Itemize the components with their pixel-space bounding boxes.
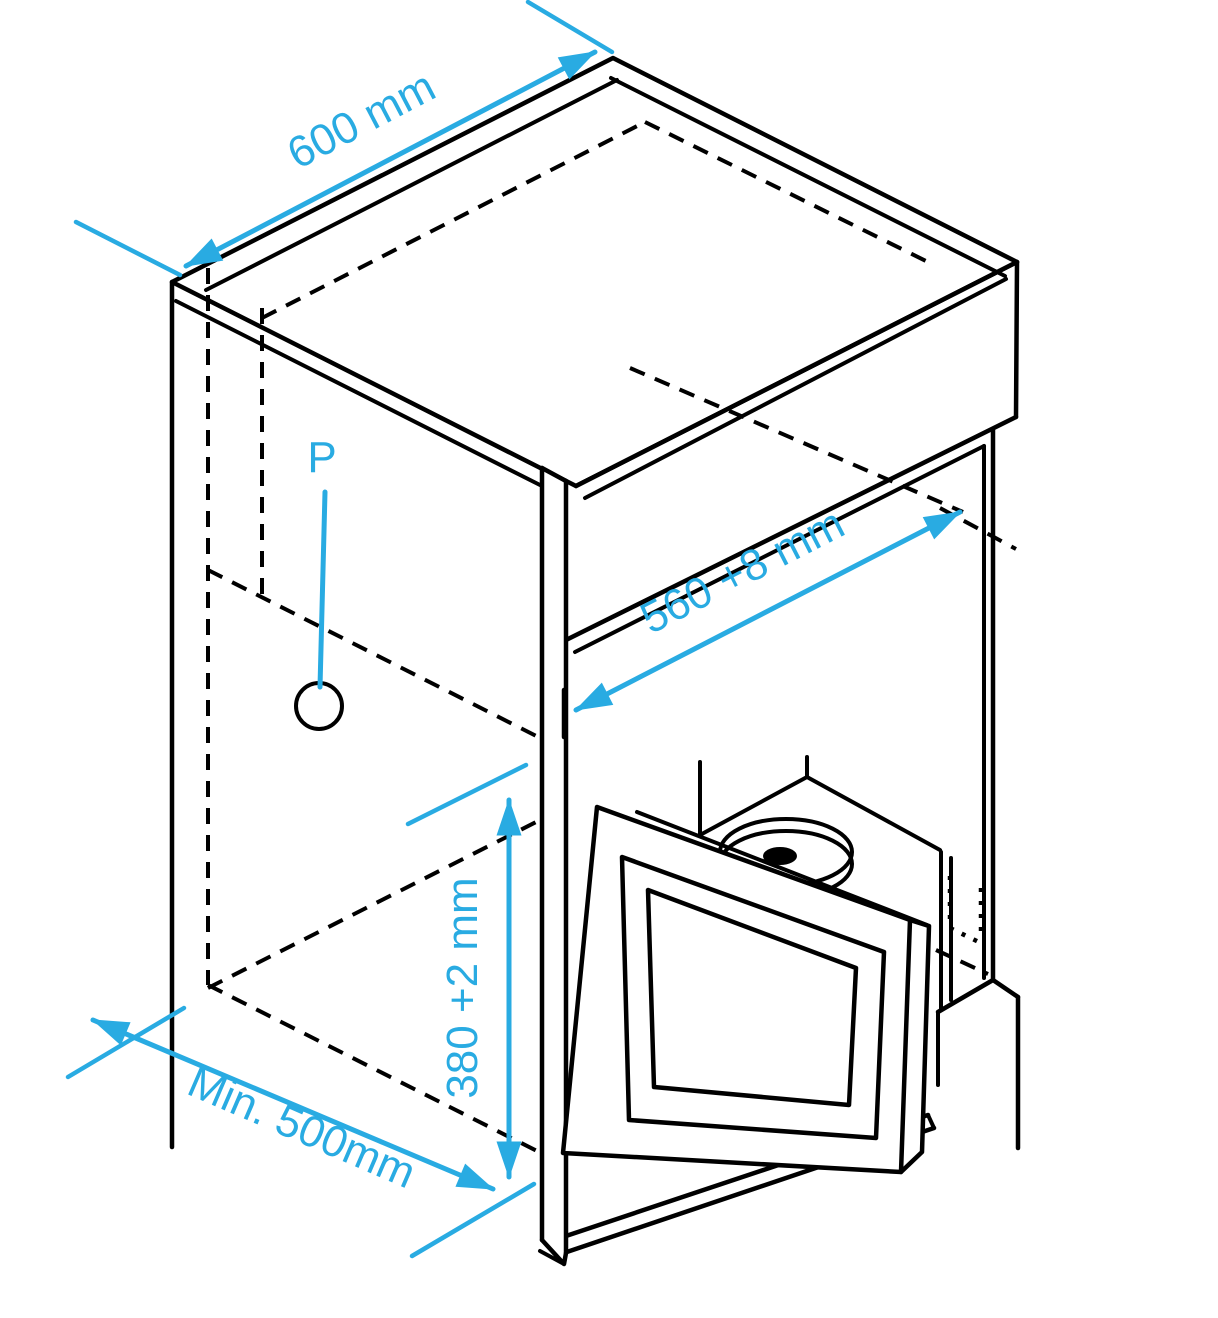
- arrow-niche-width: [573, 509, 963, 713]
- label-power-hole: P: [307, 433, 336, 482]
- arrow-cabinet-depth: [90, 1017, 496, 1192]
- ext-line-width-left: [73, 219, 183, 278]
- power-hole-leader: [317, 489, 328, 690]
- microwave-door-open: [560, 804, 932, 1175]
- label-niche-height: 380 +2 mm: [438, 877, 487, 1098]
- ext-line-height-top: [405, 762, 529, 827]
- ext-line-width-right: [525, 0, 615, 55]
- ext-line-height-bottom: [409, 1181, 537, 1259]
- cabinet-line-art: [169, 55, 1021, 1267]
- ext-line-depth-left: [65, 1005, 187, 1080]
- hinge-hidden-detail: [935, 876, 989, 976]
- arrow-cabinet-width: [183, 49, 598, 269]
- label-cabinet-depth: Min. 500mm: [181, 1057, 423, 1198]
- turntable-hub: [763, 847, 797, 865]
- power-hole: [294, 681, 344, 731]
